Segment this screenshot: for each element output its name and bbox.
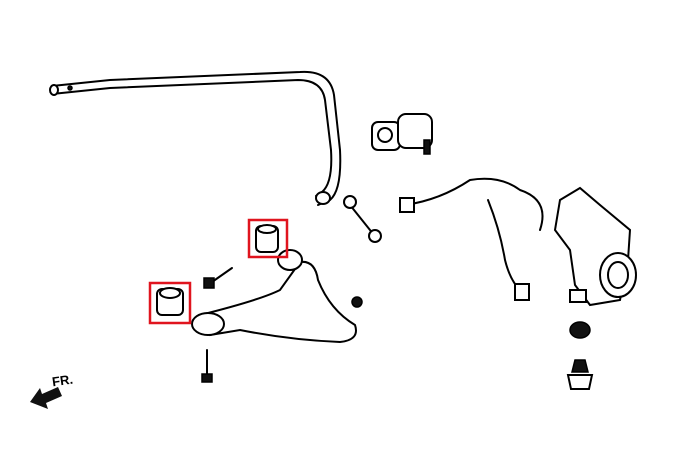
front-direction-label: FR. bbox=[51, 371, 74, 390]
rear-bushing-highlight bbox=[148, 281, 192, 325]
steering-knuckle bbox=[553, 186, 637, 307]
front-direction-arrow-icon bbox=[30, 387, 62, 409]
ball-joint-parts bbox=[566, 321, 594, 390]
end-link bbox=[315, 191, 382, 243]
upper-bushing-highlight bbox=[247, 218, 289, 259]
abs-sensor-wire bbox=[399, 177, 544, 301]
stabilizer-bushing bbox=[371, 113, 433, 155]
stabilizer-bar bbox=[49, 70, 342, 206]
lower-control-arm bbox=[191, 249, 357, 344]
bolts bbox=[201, 267, 363, 383]
